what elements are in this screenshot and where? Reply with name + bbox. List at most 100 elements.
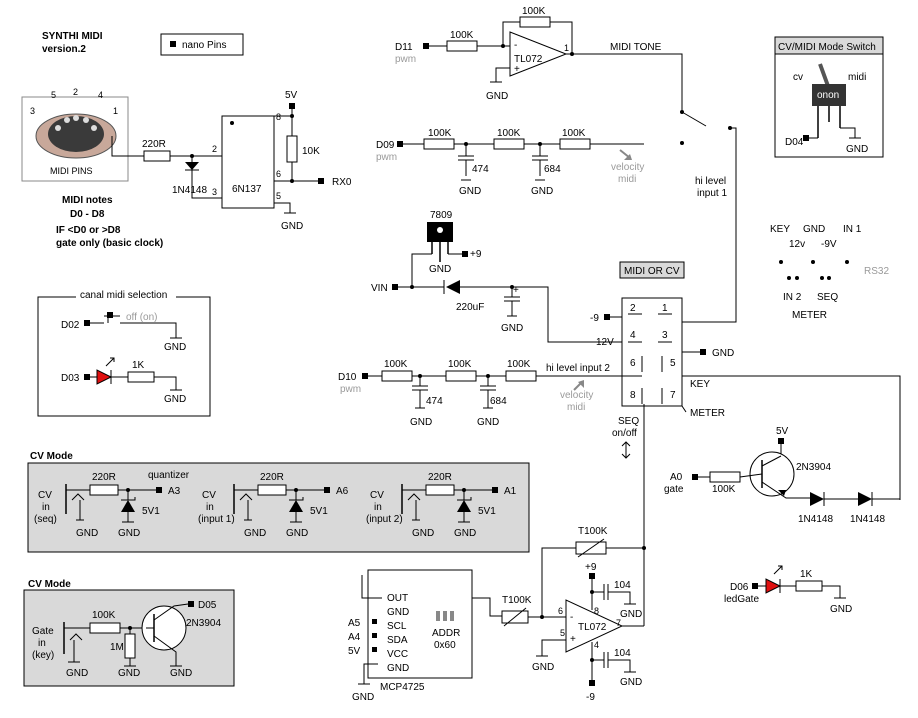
cv-in-label2: in [42,502,50,513]
mode-switch-title: CV/MIDI Mode Switch [778,42,876,53]
dac-name: MCP4725 [380,682,425,693]
d10-r1: 100K [384,359,408,370]
gate-out-r: 100K [712,484,736,495]
cv-resistor: 220R [92,472,116,483]
legend-text: nano Pins [182,40,226,51]
mode-switch-cv: cv [793,72,803,83]
dac-a4: A4 [348,632,361,643]
gate-gnd3: GND [170,668,192,679]
jack-in1: IN 1 [843,224,862,235]
regulator-vin: VIN [371,283,388,294]
out-minus: - [570,612,573,623]
out-vm9: -9 [586,692,595,703]
regulator-cap-plus: + [513,285,519,296]
trim-fb: T100K [578,526,608,537]
jack-12v: 12v [789,239,805,250]
gate-in-line1: Gate [32,626,54,637]
opto-pull: 10K [302,146,320,157]
d09-c2: 684 [544,164,561,175]
out-p7: 7 [616,618,621,628]
optocoupler-circuit: 220R 1N4148 6N137 2 3 8 6 5 5V 10K RX0 G… [111,90,352,232]
legend-box: nano Pins [160,33,244,56]
opto-gnd: GND [281,221,303,232]
regulator-cap: 220uF [456,302,484,313]
regulator-name: 7809 [430,210,453,221]
regulator-out: +9 [470,249,482,260]
mc-pin-4: 4 [630,330,636,341]
dac-pin-scl: SCL [387,621,407,632]
opto-pin-5: 5 [276,191,281,201]
cv-zener: 5V1 [142,506,160,517]
cv-in-label1: CV [370,490,384,501]
canal-led-pin: D03 [61,373,80,384]
mode-switch-pin: D04 [785,137,804,148]
out-c2: 104 [614,648,631,659]
tone-pwm: pwm [395,54,416,65]
d10-filter: D10 pwm 100K 474 GND 100K 684 GND 100K h… [338,359,642,428]
out-p5: 5 [560,628,565,638]
cv-zener: 5V1 [478,506,496,517]
opto-out: RX0 [332,177,352,188]
d10-gnd1: GND [410,417,432,428]
title-line2: version.2 [42,44,86,55]
gate-in-line3: (key) [32,650,54,661]
opto-diode: 1N4148 [172,185,207,196]
cv-in-label3: (input 1) [198,514,235,525]
jack-gnd: GND [803,224,825,235]
midi-notes-line1: MIDI notes [62,195,113,206]
cv-in-label1: CV [202,490,216,501]
mode-switch-midi: midi [848,72,866,83]
mc-pin-8: 8 [630,390,636,401]
cv-mode2-title: CV Mode [28,579,71,590]
midi-notes-line4: gate only (basic clock) [56,238,163,249]
led-gate-r: 1K [800,569,813,580]
d10-midi: midi [567,402,585,413]
d09-c1: 474 [472,164,489,175]
mc-m9: -9 [590,313,599,324]
led-gate-pin: D06 [730,582,749,593]
hi-level-line2: input 1 [697,188,727,199]
title-line1: SYNTHI MIDI [42,31,103,42]
gate-pin: D05 [198,600,217,611]
opto-pin-8: 8 [276,112,281,122]
canal-resistor: 1K [132,360,145,371]
d09-r2: 100K [497,128,521,139]
dac-gnd: GND [352,692,374,703]
mc-pin-7: 7 [670,390,676,401]
dac-5v: 5V [348,646,361,657]
midi-or-cv-title: MIDI OR CV [624,266,680,277]
gate-out-transistor: 2N3904 [796,462,831,473]
cv-mode-box-2: CV Mode Gate in (key) 100K 1M D05 2N3904… [23,579,235,687]
d10-velocity: velocity [560,390,593,401]
mc-12v: 12V [596,337,614,348]
cv-in-label3: (seq) [34,514,57,525]
led-gate-label: ledGate [724,594,759,605]
mc-pin-6: 6 [630,358,636,369]
cv-resistor: 220R [260,472,284,483]
gate-out-label: gate [664,484,684,495]
mc-pin-1: 1 [662,303,668,314]
opto-pin-6: 6 [276,169,281,179]
jack-in2: IN 2 [783,292,802,303]
cv-in-label1: CV [38,490,52,501]
dac-addr2: 0x60 [434,640,456,651]
tone-amp-circuit: D11 pwm 100K 100K - + TL072 1 GND MIDI T… [395,6,683,110]
jack-seq: SEQ [817,292,838,303]
d09-velocity-label: velocity [611,162,644,173]
canal-title: canal midi selection [80,290,167,301]
opto-pin-2: 2 [212,144,217,154]
d10-r2: 100K [448,359,472,370]
gate-gnd2: GND [118,668,140,679]
regulator-gnd: GND [429,264,451,275]
out-plus: + [570,634,576,645]
out-v9: +9 [585,562,597,573]
mc-key: KEY [690,379,710,390]
out-p8: 8 [594,606,599,616]
canal-midi-box: canal midi selection D02 off (on) GND D0… [37,288,211,417]
out-c1: 104 [614,580,631,591]
d10-r3: 100K [507,359,531,370]
d09-pin: D09 [376,140,395,151]
